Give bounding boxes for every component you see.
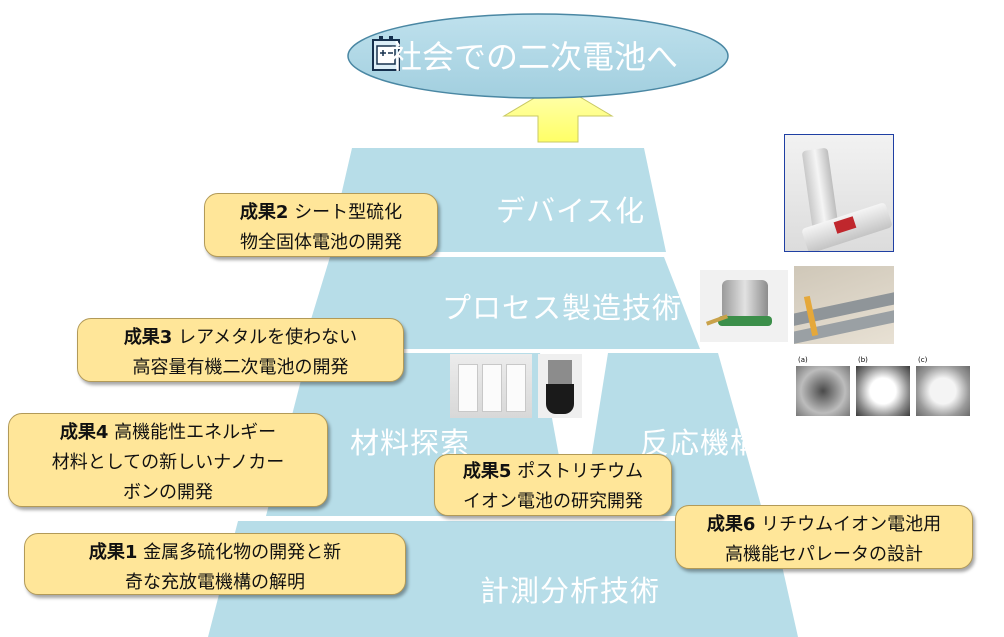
tier-mechanism-label: 反応機構解明: [640, 426, 821, 460]
achievement-4-line3: ボンの開発: [123, 482, 213, 503]
sheet-electrode-photo: [794, 266, 894, 344]
achievement-1-line1: 金属多硫化物の開発と新: [137, 542, 342, 563]
tier-device-label: デバイス化: [496, 194, 646, 228]
achievement-5-line2: イオン電池の研究開発: [463, 491, 643, 512]
goal-ellipse: [347, 13, 729, 99]
achievement-2-card: 成果2 シート型硫化 物全固体電池の開発: [204, 193, 438, 257]
achievement-2-tag: 成果2: [239, 202, 289, 223]
achievement-5-line1: ポストリチウム: [517, 461, 644, 482]
achievement-4-tag: 成果4: [59, 422, 109, 443]
battery-cell-photo: [784, 134, 894, 252]
goal-label: 社会での二次電池へ: [390, 38, 679, 76]
achievement-4-card: 成果4 高機能性エネルギー 材料としての新しいナノカー ボンの開発: [8, 413, 328, 507]
micrograph-panel: (a) (b) (c): [794, 356, 974, 418]
sample-vial-photo: [538, 354, 582, 418]
tier-measurement-label: 計測分析技術: [480, 574, 661, 608]
tier-process-label: プロセス製造技術: [442, 291, 683, 325]
achievement-3-line2: 高容量有機二次電池の開発: [132, 357, 349, 378]
achievement-1-line2: 奇な充放電機構の解明: [125, 572, 305, 593]
battery-icon: [372, 36, 400, 71]
achievement-3-line1: レアメタルを使わない: [172, 327, 358, 348]
achievement-1-tag: 成果1: [88, 542, 138, 563]
achievement-6-line1: リチウムイオン電池用: [761, 514, 942, 535]
process-apparatus-photo: [700, 270, 788, 342]
achievement-4-line1: 高機能性エネルギー: [114, 422, 277, 443]
achievement-4-line2: 材料としての新しいナノカー: [51, 452, 285, 473]
achievement-2-line1: シート型硫化: [288, 202, 403, 223]
micrograph-label-b: (b): [858, 356, 868, 364]
achievement-3-tag: 成果3: [123, 327, 173, 348]
achievement-3-card: 成果3 レアメタルを使わない 高容量有機二次電池の開発: [77, 318, 404, 382]
achievement-1-card: 成果1 金属多硫化物の開発と新 奇な充放電機構の解明: [24, 533, 406, 595]
achievement-6-card: 成果6 リチウムイオン電池用 高機能セパレータの設計: [675, 505, 973, 569]
achievement-6-line2: 高機能セパレータの設計: [725, 544, 923, 565]
achievement-6-tag: 成果6: [706, 514, 756, 535]
micrograph-label-a: (a): [798, 356, 808, 364]
up-arrow-shape: [502, 83, 614, 143]
micrograph-label-c: (c): [918, 356, 928, 364]
achievement-2-line2: 物全固体電池の開発: [240, 232, 402, 253]
achievement-5-tag: 成果5: [462, 461, 512, 482]
achievement-5-card: 成果5 ポストリチウム イオン電池の研究開発: [434, 454, 672, 516]
powder-vials-photo: [450, 354, 532, 418]
